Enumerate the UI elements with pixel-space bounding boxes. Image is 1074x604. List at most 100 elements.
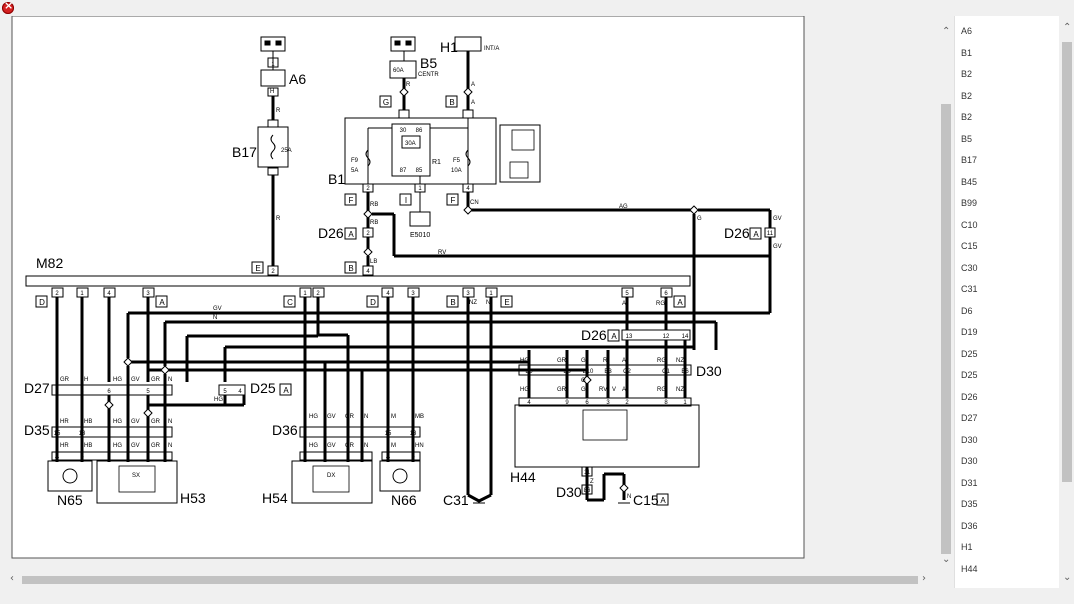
battery-symbol-b5 bbox=[390, 36, 416, 52]
pin-d26m-12: 12 bbox=[663, 334, 670, 340]
conn-m82-b2: B bbox=[450, 298, 455, 307]
conn-b1-b: B bbox=[449, 98, 454, 107]
pin-m82-1c: 1 bbox=[303, 291, 307, 297]
component-list-item[interactable]: D35 bbox=[961, 499, 978, 509]
lbl-h44-rg: RG bbox=[657, 387, 666, 393]
conn-m82-b: B bbox=[348, 264, 353, 273]
pin-b1-87: 87 bbox=[400, 168, 407, 174]
pin-m82-3d: 3 bbox=[411, 291, 415, 297]
lbl-d36-gr: GR bbox=[345, 414, 355, 420]
component-list-item[interactable]: B2 bbox=[961, 112, 973, 122]
component-list-item[interactable]: A6 bbox=[961, 26, 973, 36]
component-list-item[interactable]: H1 bbox=[961, 542, 973, 552]
pin-d30b-86: 86 bbox=[584, 488, 591, 494]
component-list-item[interactable]: D26 bbox=[961, 391, 978, 402]
pin-b1-1: 1 bbox=[418, 186, 422, 192]
pin-d27-1: 1 bbox=[163, 389, 167, 395]
fuse-box-b17 bbox=[257, 126, 289, 168]
chevron-up-icon[interactable]: ⌃ bbox=[1063, 22, 1072, 33]
lbl-h44-g2: G bbox=[581, 387, 586, 393]
pin-d30-b9: B9 bbox=[525, 369, 533, 375]
lbl-d36b-hg: HG bbox=[309, 443, 318, 449]
ground-e5010 bbox=[409, 211, 431, 227]
lbl-d35b-n: N bbox=[168, 443, 172, 449]
label-r1: R1 bbox=[432, 159, 441, 166]
pin-h54-2: 2 bbox=[303, 454, 307, 460]
pin-h54-1: 1 bbox=[346, 454, 350, 460]
component-list-item[interactable]: C30 bbox=[961, 262, 978, 273]
wire-gv-r: GV bbox=[773, 216, 782, 222]
component-list-item[interactable]: D27 bbox=[961, 413, 978, 423]
component-list-item[interactable]: H44 bbox=[961, 563, 978, 574]
pin-d30-c2: C2 bbox=[623, 369, 631, 375]
component-list-item[interactable]: D30 bbox=[961, 434, 978, 445]
component-list-item[interactable]: B1 bbox=[961, 47, 973, 58]
wire-rg-d26: RG bbox=[656, 301, 665, 307]
lbl-d35-hr: HR bbox=[60, 419, 69, 425]
label-d36: D36 bbox=[272, 422, 298, 438]
lbl-d36b-n: N bbox=[364, 443, 368, 449]
component-list-item[interactable]: D31 bbox=[961, 477, 978, 488]
pin-h53-5: 5 bbox=[126, 454, 130, 460]
component-list-item[interactable]: B45 bbox=[961, 176, 978, 187]
component-list-scrollbar[interactable]: ⌃ ⌄ bbox=[1059, 16, 1074, 588]
chevron-down-icon[interactable]: ⌄ bbox=[942, 554, 951, 565]
badge-fuse-b5: 60A bbox=[393, 68, 404, 74]
pin-d27-3: 3 bbox=[55, 389, 59, 395]
component-list-item[interactable]: D25 bbox=[961, 348, 978, 359]
conn-b1-g: G bbox=[383, 98, 389, 107]
component-list-scroll-thumb[interactable] bbox=[1062, 42, 1072, 482]
component-list-item[interactable]: D36 bbox=[961, 520, 978, 531]
diagram-horizontal-scrollbar[interactable]: ‹ › bbox=[0, 572, 938, 588]
chevron-left-icon[interactable]: ‹ bbox=[10, 573, 14, 584]
component-list-item[interactable]: C10 bbox=[961, 219, 978, 230]
component-list-item[interactable]: D25 bbox=[961, 370, 978, 380]
component-list-item[interactable]: B99 bbox=[961, 198, 978, 208]
label-a6: A6 bbox=[289, 71, 306, 87]
chevron-right-icon[interactable]: › bbox=[922, 573, 926, 584]
label-d27: D27 bbox=[24, 380, 50, 396]
component-list-item[interactable]: B5 bbox=[961, 133, 973, 144]
pin-b1-85: 85 bbox=[416, 168, 423, 174]
horizontal-scroll-thumb[interactable] bbox=[22, 576, 918, 584]
pin-d30-b3: B3 bbox=[604, 369, 612, 375]
label-d30-bottom: D30 bbox=[556, 484, 582, 500]
wire-cn: CN bbox=[470, 200, 479, 206]
component-list-item[interactable]: C31 bbox=[961, 284, 978, 294]
lbl-d27-hg: HG bbox=[113, 377, 122, 383]
pin-b1-30: 30 bbox=[400, 128, 407, 134]
label-c31: C31 bbox=[443, 492, 469, 508]
lbl-d27-h: H bbox=[84, 377, 88, 383]
label-h54: H54 bbox=[262, 490, 288, 506]
pin-d27-4: 4 bbox=[80, 389, 84, 395]
lbl-h53-sx: SX bbox=[132, 473, 140, 479]
component-list-item[interactable]: D30 bbox=[961, 456, 978, 466]
conn-b1-i: I bbox=[405, 196, 407, 205]
lbl-d36-n: N bbox=[364, 414, 368, 420]
component-list-item[interactable]: B2 bbox=[961, 90, 973, 101]
badge-f5: F5 bbox=[453, 158, 461, 164]
component-list-item[interactable]: D19 bbox=[961, 327, 978, 337]
component-list-item[interactable]: D6 bbox=[961, 305, 973, 316]
pin-m82-1: 1 bbox=[80, 291, 84, 297]
lbl-d35-hb: HB bbox=[84, 419, 92, 425]
diagram-vertical-scrollbar[interactable]: ⌃ ⌄ bbox=[938, 16, 954, 572]
chevron-down-icon[interactable]: ⌄ bbox=[1063, 572, 1072, 583]
pin-m82-4d: 4 bbox=[386, 291, 390, 297]
pin-b1-86: 86 bbox=[416, 128, 423, 134]
close-icon[interactable] bbox=[2, 0, 14, 14]
component-list-item[interactable]: C15 bbox=[961, 241, 978, 251]
wire-h: H bbox=[270, 89, 274, 95]
chevron-up-icon[interactable]: ⌃ bbox=[942, 26, 951, 37]
lbl-d30-gr: GR bbox=[557, 358, 567, 364]
pin-d35-15: 15 bbox=[54, 431, 61, 437]
pin-d26m-13: 13 bbox=[626, 334, 633, 340]
pin-m82-6a: 6 bbox=[664, 291, 668, 297]
component-list-item[interactable]: B2 bbox=[961, 69, 973, 79]
vertical-scroll-thumb[interactable] bbox=[941, 104, 951, 554]
pin-m82-2: 2 bbox=[55, 291, 59, 297]
pin-m82-3: 3 bbox=[146, 291, 150, 297]
conn-m82-d-left: D bbox=[39, 298, 45, 307]
wiring-diagram: G B F I F A E B A D A C D B E A A A A A6… bbox=[11, 16, 805, 559]
component-list-item[interactable]: B17 bbox=[961, 155, 978, 165]
